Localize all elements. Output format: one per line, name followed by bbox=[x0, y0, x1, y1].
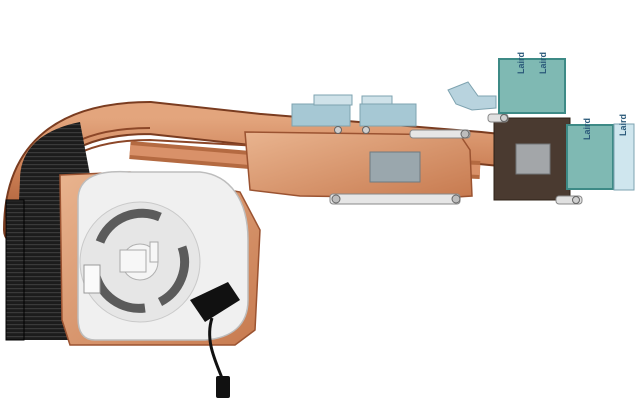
thermal-pad bbox=[369, 151, 421, 183]
screw-icon bbox=[362, 126, 370, 134]
blower-fan bbox=[77, 170, 249, 341]
screw-icon bbox=[334, 126, 342, 134]
screw-icon bbox=[451, 194, 461, 204]
svg-text:Laird: Laird bbox=[538, 52, 548, 74]
laird-thermal-pads: Laird Laird Laird Laird bbox=[498, 52, 635, 191]
svg-text:Laird: Laird bbox=[618, 114, 628, 136]
bracket-bar bbox=[409, 129, 471, 139]
screw-icon bbox=[460, 129, 470, 139]
svg-text:Laird: Laird bbox=[516, 52, 526, 74]
fan-cable bbox=[190, 282, 240, 398]
svg-text:Laird: Laird bbox=[582, 118, 592, 140]
cable-connector bbox=[216, 376, 230, 398]
bracket-bar bbox=[329, 193, 461, 205]
qr-label bbox=[119, 249, 147, 273]
blue-thermal-pads bbox=[291, 81, 497, 134]
gpu-copper-block bbox=[487, 113, 583, 205]
fan-label-sticker bbox=[83, 264, 101, 294]
cpu-copper-plate bbox=[244, 129, 473, 205]
screw-icon bbox=[572, 196, 580, 204]
barcode-label bbox=[149, 241, 159, 263]
screw-icon bbox=[500, 114, 508, 122]
screw-icon bbox=[331, 194, 341, 204]
gpu-die-pad bbox=[515, 143, 551, 175]
